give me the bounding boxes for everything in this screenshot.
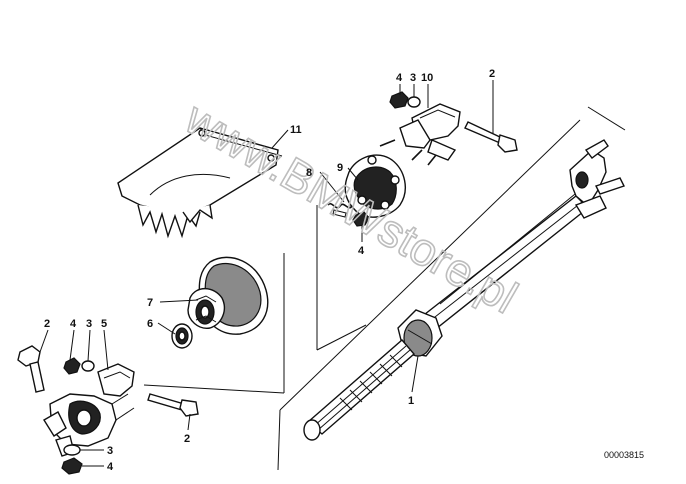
callout-8: 8 <box>306 167 312 179</box>
reference-frame-lines <box>143 106 626 471</box>
callout-3-top: 3 <box>410 72 416 84</box>
callout-10: 10 <box>421 72 433 84</box>
callout-2-top: 2 <box>489 68 495 80</box>
top-clamp-assembly <box>379 91 518 166</box>
callout-3-bottom: 3 <box>107 445 113 457</box>
callout-6: 6 <box>147 318 153 330</box>
callout-7: 7 <box>147 297 153 309</box>
callout-2-left: 2 <box>44 318 50 330</box>
callout-9: 9 <box>337 162 343 174</box>
part-8-spring <box>327 203 353 218</box>
lower-universal-joint <box>17 345 199 475</box>
callout-11: 11 <box>290 124 302 136</box>
callout-3-left: 3 <box>86 318 92 330</box>
callout-4-top: 4 <box>396 72 403 84</box>
callout-4-mid: 4 <box>358 245 365 257</box>
part-code: 00003815 <box>604 450 644 460</box>
callout-numbers: 1 2 4 3 10 11 8 9 4 7 6 2 4 3 5 2 3 4 <box>44 68 495 473</box>
callout-leaders <box>39 80 494 467</box>
part-6-ring <box>171 323 193 349</box>
part-11-bracket <box>117 127 283 239</box>
callout-1: 1 <box>408 395 414 407</box>
callout-5: 5 <box>101 318 107 330</box>
part-1-steering-shaft <box>303 139 625 441</box>
part-7-boot <box>187 256 269 335</box>
part-9-flex-disc <box>344 154 406 218</box>
callout-2-bottom: 2 <box>184 433 190 445</box>
callout-4-bottom: 4 <box>107 461 114 473</box>
callout-4-left: 4 <box>70 318 77 330</box>
nut-4-mid <box>352 211 370 227</box>
